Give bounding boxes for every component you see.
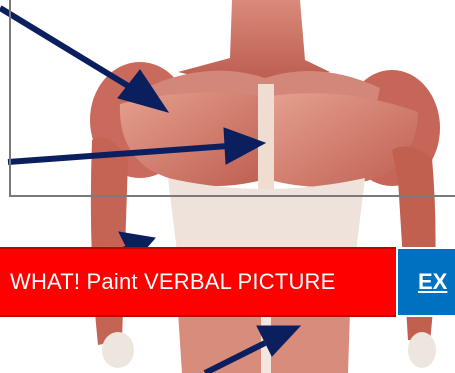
frame-line-vertical [9,0,11,196]
banner-link[interactable]: EX [398,269,447,295]
banner-text: WHAT! Paint VERBAL PICTURE [0,269,336,295]
banner-text-box: WHAT! Paint VERBAL PICTURE [0,247,396,317]
banner: WHAT! Paint VERBAL PICTURE EX [0,247,455,317]
frame-line-horizontal [9,195,455,197]
banner-link-box[interactable]: EX [396,247,455,317]
